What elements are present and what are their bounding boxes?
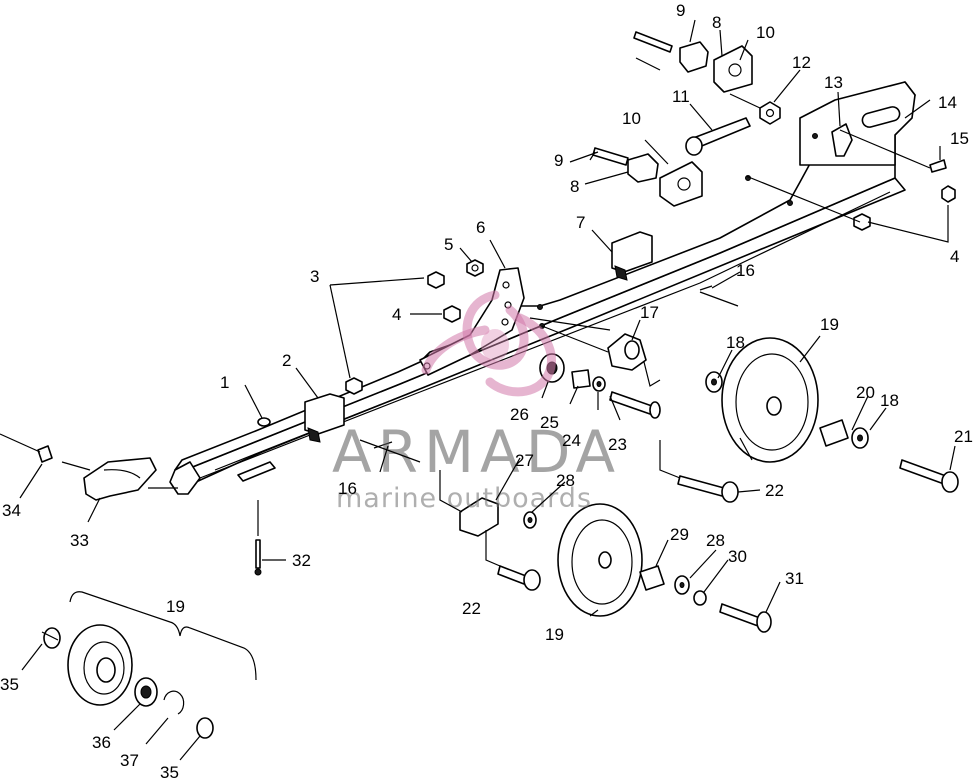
roller-mount-bracket [607, 333, 647, 371]
callout-31: 31 [785, 569, 804, 588]
callout-23: 23 [608, 435, 627, 454]
spacer-29 [639, 565, 665, 591]
callout-26: 26 [510, 405, 529, 424]
wear-block-front [611, 231, 653, 281]
watermark-logo [421, 290, 556, 397]
callout-18-left: 18 [726, 333, 745, 352]
callout-12: 12 [792, 53, 811, 72]
wear-block-rear [304, 393, 345, 443]
callout-28-left: 28 [556, 471, 575, 490]
callout-8-left: 8 [570, 177, 579, 196]
callout-19-upper: 19 [820, 315, 839, 334]
hardware-nuts-bolts [37, 31, 956, 576]
callout-32: 32 [292, 551, 311, 570]
callout-36: 36 [92, 733, 111, 752]
callout-15: 15 [950, 129, 969, 148]
callout-25: 25 [540, 413, 559, 432]
callout-9-left: 9 [554, 151, 563, 170]
callout-30: 30 [728, 547, 747, 566]
nut-30 [693, 590, 707, 606]
callout-35-left: 35 [0, 675, 19, 694]
spacer-20 [819, 419, 849, 447]
callout-1: 1 [220, 373, 229, 392]
callout-34: 34 [2, 501, 21, 520]
callout-19-detail: 19 [166, 597, 185, 616]
bracket-27 [459, 497, 499, 537]
callout-21: 21 [954, 427, 973, 446]
callout-8-top: 8 [712, 13, 721, 32]
washer-28-left [523, 511, 537, 529]
idler-wheel-upper [721, 337, 819, 463]
washer-28-right [674, 575, 690, 595]
callout-37: 37 [120, 751, 139, 770]
callout-11: 11 [672, 87, 690, 106]
callout-35-right: 35 [160, 763, 179, 781]
snap-ring-37 [163, 690, 185, 715]
callout-28-right: 28 [706, 531, 725, 550]
bolt-31 [719, 603, 772, 633]
bearing-36 [134, 677, 158, 707]
leader-lines [0, 19, 956, 761]
callout-14: 14 [938, 93, 957, 112]
callout-29: 29 [670, 525, 689, 544]
callout-22-left: 22 [462, 599, 481, 618]
callout-4-left: 4 [392, 305, 401, 324]
callout-5: 5 [444, 235, 453, 254]
callout-24: 24 [562, 431, 581, 450]
callout-10-left: 10 [622, 109, 641, 128]
idler-wheel-lower [557, 503, 643, 617]
washer-24 [592, 376, 606, 392]
bolt-22-lower [497, 565, 541, 591]
callout-2: 2 [282, 351, 291, 370]
callout-20: 20 [856, 383, 875, 402]
callout-16-left: 16 [338, 479, 357, 498]
bolt-21 [899, 459, 959, 493]
callout-22-right: 22 [765, 481, 784, 500]
watermark-tagline: marine outboards [336, 483, 592, 514]
watermark-brand: ARMADA [332, 418, 621, 486]
callout-6: 6 [476, 218, 485, 237]
callout-17: 17 [640, 303, 659, 322]
bolt-22-upper [677, 475, 739, 503]
callout-33: 33 [70, 531, 89, 550]
callout-3: 3 [310, 267, 319, 286]
callout-9-top: 9 [676, 1, 685, 20]
detail-bolt-35-left [41, 627, 61, 649]
callout-4-right: 4 [950, 247, 959, 266]
idler-wheel-detail [67, 624, 133, 706]
callout-16-right: 16 [736, 261, 755, 280]
callout-27: 27 [515, 451, 534, 470]
callout-19-lower: 19 [545, 625, 564, 644]
rail-tip-bumper [83, 457, 157, 501]
callout-7: 7 [576, 213, 585, 232]
callout-18-right: 18 [880, 391, 899, 410]
callout-10-top: 10 [756, 23, 775, 42]
bushing-25 [571, 369, 591, 389]
callout-13: 13 [824, 73, 843, 92]
washer-18-right [851, 427, 869, 449]
detail-bolt-35-right [196, 717, 214, 739]
